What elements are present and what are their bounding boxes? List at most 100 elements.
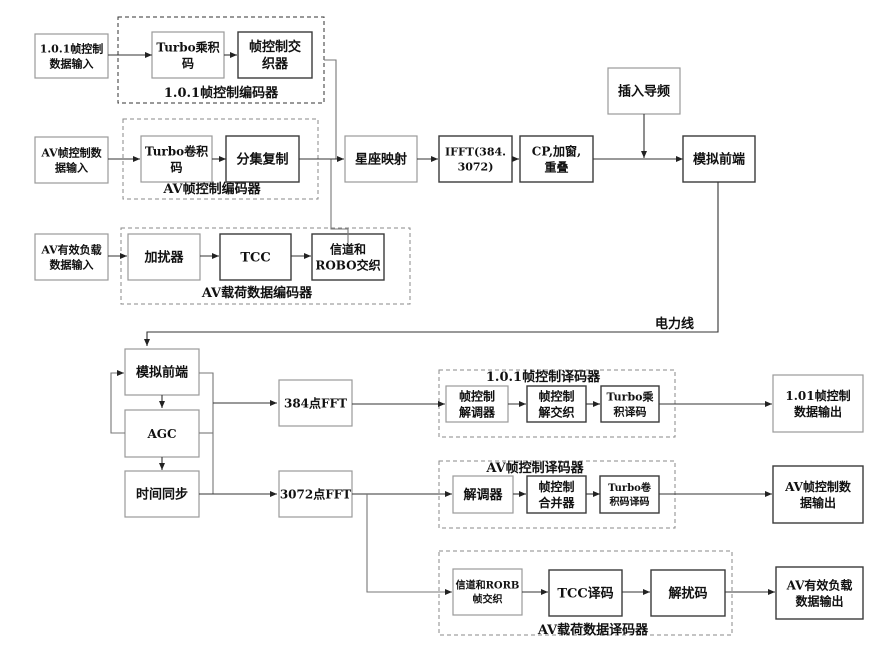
block-box <box>682 135 756 183</box>
block-label: Turbo卷积 <box>145 143 208 158</box>
wire-fc-interleaver-to-merge <box>324 59 337 159</box>
block-label: AGC <box>146 427 176 441</box>
block-label: TCC译码 <box>557 587 613 602</box>
block-label: Turbo乘 <box>607 389 655 403</box>
block-box <box>124 409 200 458</box>
block-box <box>151 31 225 79</box>
block-label: 帧控制 <box>459 388 495 403</box>
block-label: 时间同步 <box>136 487 188 503</box>
block-label: 解调器 <box>462 487 503 503</box>
block-label: AV帧控制数 <box>40 145 102 159</box>
block-label: 3072) <box>458 160 494 173</box>
block-box <box>775 566 864 620</box>
block-label: Turbo乘积 <box>156 39 219 54</box>
blocks-layer: 1.0.1帧控制数据输入Turbo乘积码帧控制交织器AV帧控制数据输入Turbo… <box>34 31 864 620</box>
block-label: CP,加窗, <box>532 143 581 158</box>
block-label: 3072点FFT <box>280 486 351 501</box>
block-box <box>599 475 660 514</box>
block-constellation-mapping: 星座映射 <box>344 135 418 183</box>
block-label: 星座映射 <box>355 152 407 168</box>
block-label: 信道和 <box>330 241 366 256</box>
block-label: 信道和RORB <box>456 579 520 592</box>
block-label: 数据输入 <box>50 257 94 271</box>
block-label: AV帧控制数 <box>784 479 852 494</box>
block-fft384: 384点FFT <box>278 379 353 427</box>
block-label: 合并器 <box>538 495 575 510</box>
block-demodulator: 解调器 <box>452 475 514 514</box>
block-label: 1.01帧控制 <box>785 388 850 403</box>
block-agc: AGC <box>124 409 200 458</box>
block-label: 重叠 <box>544 159 568 174</box>
wire-power-line <box>144 182 719 346</box>
block-diversity-copy: 分集复制 <box>225 135 300 183</box>
block-tcc-decode: TCC译码 <box>548 569 623 617</box>
block-box <box>219 233 292 281</box>
block-box <box>438 135 513 183</box>
block-time-sync: 时间同步 <box>124 470 200 518</box>
block-box <box>127 233 201 281</box>
block-tcc: TCC <box>219 233 292 281</box>
group-av-payload-encoder: AV载荷数据编码器 <box>120 227 411 305</box>
block-descrambler: 解扰码 <box>650 569 726 617</box>
group-label: 1.0.1帧控制译码器 <box>486 369 601 385</box>
block-label: 解扰码 <box>667 586 707 602</box>
wire-channel-interleave-to-merge <box>330 159 349 243</box>
wire-afe-bus <box>199 372 214 494</box>
group-label: 1.0.1帧控制编码器 <box>164 85 279 101</box>
block-box <box>772 374 864 433</box>
block-box <box>278 379 353 427</box>
block-label: 织器 <box>262 56 289 72</box>
block-label: 据输出 <box>800 495 836 510</box>
block-label: 模拟前端 <box>136 365 188 381</box>
block-afe-rx: 模拟前端 <box>124 348 200 396</box>
block-box <box>452 475 514 514</box>
group-label: AV帧控制译码器 <box>485 460 584 476</box>
block-box <box>237 31 313 79</box>
block-label: 帧交织 <box>473 593 503 606</box>
connectors-layer <box>108 52 775 595</box>
block-label: 分集复制 <box>236 152 288 168</box>
block-label: 插入导频 <box>618 84 670 100</box>
block-box <box>772 465 864 524</box>
block-box <box>452 568 523 616</box>
group-label: AV载荷数据译码器 <box>537 622 649 638</box>
block-label: IFFT(384. <box>445 145 506 158</box>
block-label: 数据输入 <box>50 56 94 70</box>
block-label: ROBO交织 <box>315 257 380 272</box>
block-box <box>34 233 109 281</box>
block-fft3072: 3072点FFT <box>278 470 353 518</box>
block-label: 数据输出 <box>795 593 843 608</box>
block-ifft: IFFT(384. 3072) <box>438 135 513 183</box>
group-label: AV载荷数据编码器 <box>201 285 313 301</box>
block-box <box>519 135 594 183</box>
power-line-label: 电力线 <box>655 316 694 332</box>
block-box <box>34 136 109 184</box>
block-label: 数据输出 <box>794 404 842 419</box>
block-label: 码 <box>182 56 194 70</box>
block-box <box>445 385 509 423</box>
block-box <box>600 385 660 423</box>
block-label: 解交织 <box>538 404 574 419</box>
block-label: 解调器 <box>459 404 496 419</box>
block-insert-pilot: 插入导频 <box>607 67 681 115</box>
block-label: TCC <box>240 251 270 266</box>
block-label: Turbo卷 <box>608 481 652 494</box>
group-label: AV帧控制编码器 <box>162 181 261 197</box>
block-cp-window-overlap: CP,加窗,重叠 <box>519 135 594 183</box>
block-label: 据输入 <box>55 160 88 174</box>
block-afe-tx: 模拟前端 <box>682 135 756 183</box>
block-label: 帧控制交 <box>249 39 301 55</box>
block-label: AV有效负载 <box>786 577 853 592</box>
block-scrambler: 加扰器 <box>127 233 201 281</box>
